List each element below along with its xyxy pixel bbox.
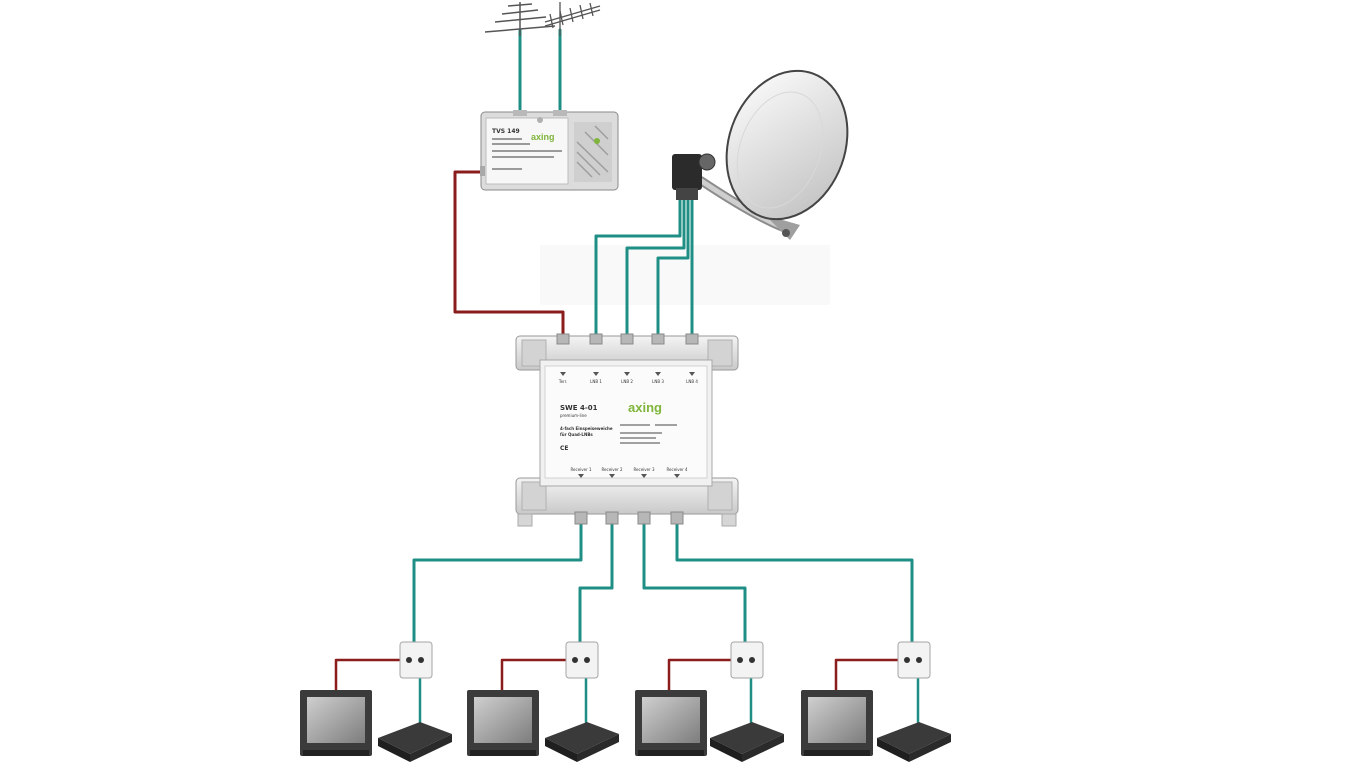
- wall-socket-icon: [897, 641, 931, 679]
- terrestrial-antenna-vhf-icon: [484, 2, 556, 36]
- output-label-receiver1: Receiver 1: [570, 467, 592, 472]
- input-connectors: [556, 333, 699, 345]
- receiver-cable-4: [675, 520, 914, 644]
- room-3: [635, 641, 784, 762]
- switch-description-line2: für Quad-LNBs: [560, 432, 593, 437]
- wall-socket-icon: [399, 641, 433, 679]
- background-watermark: [540, 245, 830, 305]
- input-label-terr: Terr.: [558, 379, 567, 384]
- receiver-cable-2: [578, 520, 614, 644]
- cables: [334, 28, 920, 724]
- input-label-lnb2: LNB 2: [621, 379, 633, 384]
- television-icon: [801, 690, 873, 756]
- input-label-lnb1: LNB 1: [590, 379, 602, 384]
- satellite-receiver-icon: [710, 722, 784, 762]
- output-label-receiver3: Receiver 3: [633, 467, 655, 472]
- receiver-cable-3: [642, 520, 747, 644]
- wall-socket-icon: [565, 641, 599, 679]
- terrestrial-antenna-uhf-icon: [544, 2, 601, 36]
- multiswitch-unit: Terr. LNB 1 LNB 2 LNB 3 LNB 4 SWE 4-01 p…: [515, 333, 739, 527]
- switch-series-label: premium-line: [560, 413, 587, 418]
- switch-model-label: SWE 4-01: [560, 404, 598, 412]
- output-label-receiver4: Receiver 4: [666, 467, 688, 472]
- receiver-cable-1: [412, 520, 583, 644]
- amplifier-model-label: TVS 149: [492, 128, 520, 135]
- output-connectors: [574, 511, 684, 525]
- satellite-receiver-icon: [877, 722, 951, 762]
- room-4: [801, 641, 951, 762]
- satellite-dish-icon: [672, 69, 849, 240]
- amplifier-unit: TVS 149 axing: [480, 110, 619, 191]
- satellite-receiver-icon: [378, 722, 452, 762]
- room-2: [467, 641, 619, 762]
- quad-lnb-icon: [672, 153, 716, 200]
- television-icon: [467, 690, 539, 756]
- lnb-cable-1: [594, 198, 682, 340]
- television-icon: [635, 690, 707, 756]
- television-icon: [300, 690, 372, 756]
- satellite-receiver-icon: [545, 722, 619, 762]
- room-1: [300, 641, 452, 762]
- switch-brand-logo: axing: [628, 400, 662, 415]
- wall-socket-icon: [730, 641, 764, 679]
- lnb-cable-3: [656, 198, 690, 340]
- output-label-receiver2: Receiver 2: [601, 467, 623, 472]
- switch-description-line1: 4-fach Einspeiseweiche: [560, 426, 613, 431]
- terrestrial-cable: [453, 170, 565, 340]
- ce-mark: CE: [560, 445, 569, 452]
- lnb-cable-2: [625, 198, 686, 340]
- input-label-lnb3: LNB 3: [652, 379, 664, 384]
- amplifier-brand-logo: axing: [531, 132, 555, 142]
- input-label-lnb4: LNB 4: [686, 379, 698, 384]
